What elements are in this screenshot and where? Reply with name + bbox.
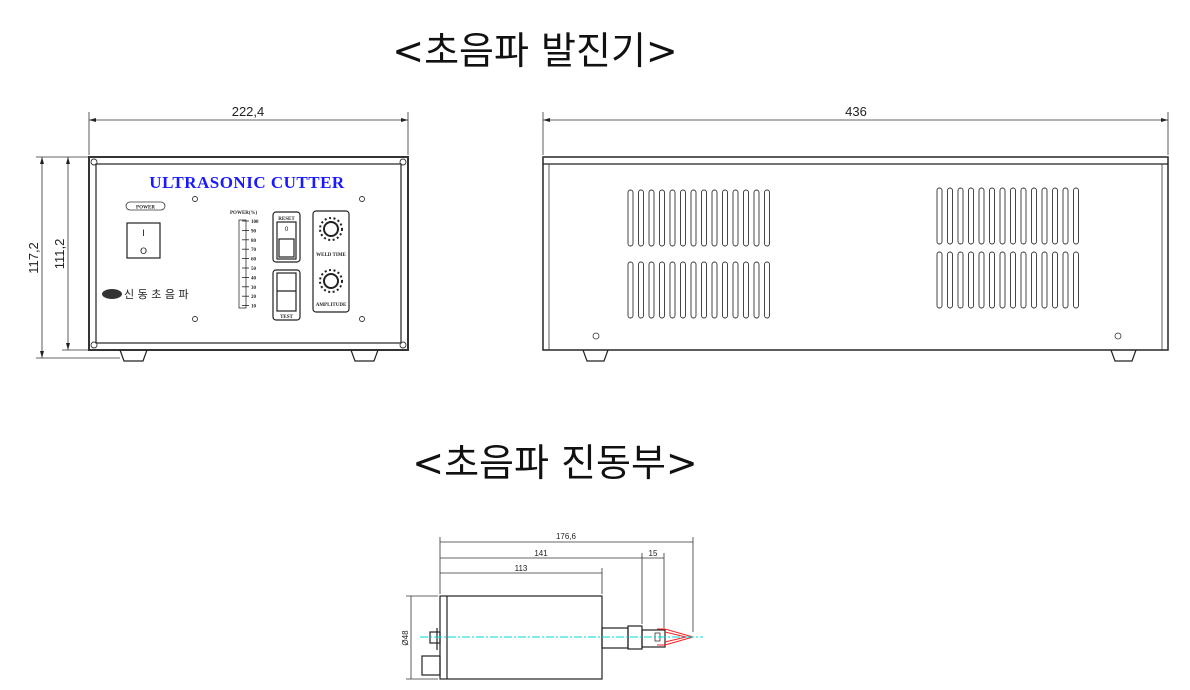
weld-time-dial[interactable] bbox=[319, 217, 343, 241]
vent-slot bbox=[743, 261, 749, 319]
vent-slot bbox=[1073, 187, 1079, 245]
vent-slot bbox=[722, 189, 728, 247]
side-length-dimension: 436 bbox=[845, 104, 867, 119]
vent-slot bbox=[978, 187, 985, 245]
vent-slot bbox=[989, 187, 995, 245]
amplitude-label: AMPLITUDE bbox=[316, 303, 347, 308]
vent-slot bbox=[648, 261, 655, 319]
vent-slot bbox=[680, 261, 686, 319]
company-logo-icon bbox=[102, 289, 122, 299]
meter-label: POWER(%) bbox=[230, 211, 258, 216]
power-meter-scale: 100 90 80 70 60 50 40 30 20 10 bbox=[242, 220, 259, 310]
vent-slot bbox=[957, 251, 964, 309]
meter-tick-label: 40 bbox=[251, 276, 257, 281]
test-label: TEST bbox=[280, 315, 293, 320]
vent-slot bbox=[936, 251, 943, 309]
meter-tick-label: 70 bbox=[251, 248, 257, 253]
tip-length-dimension: 15 bbox=[649, 549, 658, 558]
vent-slot bbox=[701, 261, 707, 319]
vent-slot bbox=[999, 251, 1006, 309]
vent-slot bbox=[722, 261, 728, 319]
vent-slot bbox=[957, 187, 964, 245]
vent-slot bbox=[753, 189, 760, 247]
vent-slot bbox=[638, 261, 644, 319]
vent-slot bbox=[1010, 251, 1016, 309]
transducer-title: <초음파 진동부> bbox=[412, 441, 698, 485]
vent-slot bbox=[732, 189, 739, 247]
meter-tick-label: 10 bbox=[251, 305, 257, 310]
meter-tick-label: 30 bbox=[251, 286, 257, 291]
vent-slot bbox=[978, 251, 985, 309]
body-length-dimension: 113 bbox=[515, 564, 528, 573]
vent-slot bbox=[669, 261, 676, 319]
vent-slot bbox=[1041, 187, 1048, 245]
vent-slot bbox=[659, 261, 665, 319]
vent-slot bbox=[1031, 187, 1037, 245]
meter-tick-label: 60 bbox=[251, 258, 257, 263]
vent-slot bbox=[648, 189, 655, 247]
meter-tick-label: 90 bbox=[251, 229, 257, 234]
vent-slot bbox=[947, 251, 953, 309]
vent-slot bbox=[968, 251, 974, 309]
vent-slot bbox=[764, 189, 770, 247]
vent-slot bbox=[1020, 187, 1027, 245]
vent-slot bbox=[669, 189, 676, 247]
vent-slot bbox=[753, 261, 760, 319]
vent-slot bbox=[659, 189, 665, 247]
meter-tick-label: 50 bbox=[251, 267, 257, 272]
vent-slot bbox=[1052, 251, 1058, 309]
vent-slot bbox=[1020, 251, 1027, 309]
vent-slot bbox=[1010, 187, 1016, 245]
amplitude-dial[interactable] bbox=[319, 269, 343, 293]
vent-slot bbox=[638, 189, 644, 247]
vent-slot bbox=[1062, 251, 1069, 309]
vent-slot bbox=[936, 187, 943, 245]
vent-slot bbox=[690, 261, 697, 319]
vent-slot bbox=[947, 187, 953, 245]
front-width-dimension: 222,4 bbox=[232, 104, 265, 119]
vent-slot bbox=[764, 261, 770, 319]
vent-slot bbox=[627, 261, 634, 319]
vent-slot bbox=[732, 261, 739, 319]
vent-slot bbox=[701, 189, 707, 247]
generator-side-view: 436 bbox=[542, 104, 1169, 362]
meter-tick-label: 20 bbox=[251, 295, 257, 300]
vent-slot bbox=[1073, 251, 1079, 309]
vent-slot bbox=[1041, 251, 1048, 309]
vent-slot bbox=[1062, 187, 1069, 245]
panel-title: ULTRASONIC CUTTER bbox=[149, 173, 345, 192]
test-button[interactable]: TEST bbox=[272, 269, 301, 321]
vent-slot bbox=[690, 189, 697, 247]
power-label: POWER bbox=[136, 206, 155, 211]
vent-slot bbox=[999, 187, 1006, 245]
total-length-dimension: 176,6 bbox=[556, 532, 577, 541]
meter-tick-label: 100 bbox=[251, 220, 259, 225]
diameter-dimension: Ø48 bbox=[401, 630, 410, 646]
generator-front-view: 222,4 117,2 111,2 ULTRASONIC CUTTER POWE… bbox=[26, 104, 409, 362]
front-outer-height-dimension: 117,2 bbox=[26, 242, 41, 274]
vent-slot bbox=[968, 187, 974, 245]
vent-slot bbox=[711, 189, 718, 247]
vent-slot bbox=[989, 251, 995, 309]
power-switch[interactable]: I O bbox=[126, 222, 161, 259]
generator-title: <초음파 발진기> bbox=[392, 29, 678, 73]
vent-slot bbox=[711, 261, 718, 319]
vent-slot bbox=[1052, 187, 1058, 245]
reset-button[interactable]: RESET 0 bbox=[272, 211, 301, 263]
vent-slot bbox=[680, 189, 686, 247]
reset-mark: 0 bbox=[285, 226, 289, 233]
ventilation-slots bbox=[627, 187, 1079, 319]
vent-slot bbox=[627, 189, 634, 247]
switch-on-mark: I bbox=[142, 229, 145, 239]
transducer-drawing: 176,6 141 15 113 Ø48 bbox=[401, 532, 703, 680]
vent-slot bbox=[743, 189, 749, 247]
front-inner-height-dimension: 111,2 bbox=[52, 239, 67, 270]
meter-tick-label: 80 bbox=[251, 239, 257, 244]
weld-time-label: WELD TIME bbox=[316, 253, 346, 258]
reset-label: RESET bbox=[278, 217, 295, 222]
tip-distance-dimension: 141 bbox=[534, 549, 548, 558]
switch-off-mark: O bbox=[140, 247, 147, 257]
company-name: 신 동 초 음 파 bbox=[124, 288, 189, 301]
vent-slot bbox=[1031, 251, 1037, 309]
